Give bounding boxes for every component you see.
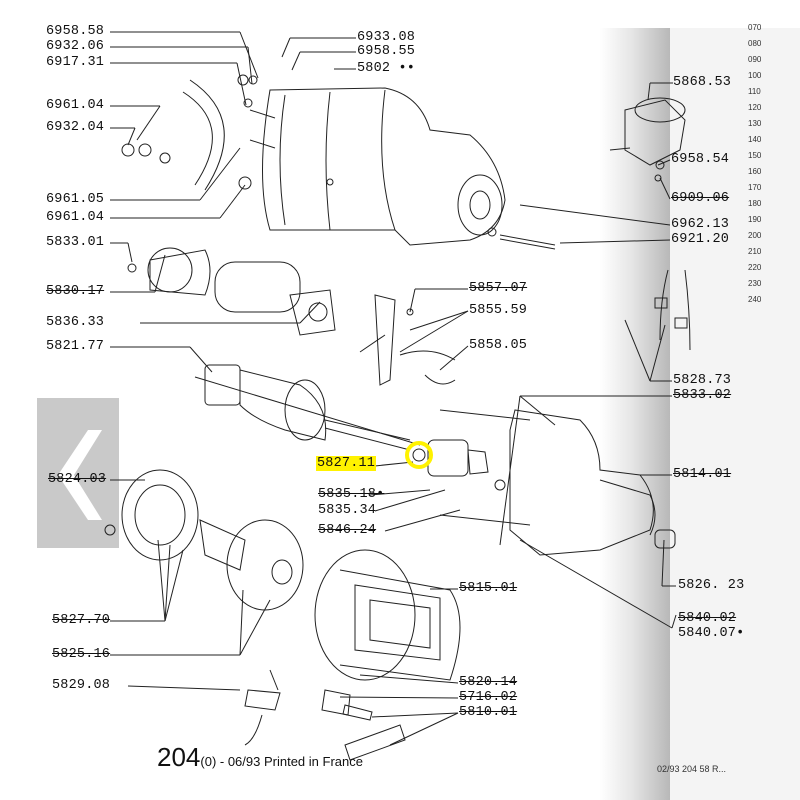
index-number: 160 <box>748 167 762 176</box>
part-label-highlighted[interactable]: 5827.11 <box>316 456 377 471</box>
part-label[interactable]: 6961.04 <box>46 98 105 113</box>
index-number: 120 <box>748 103 762 112</box>
index-number: 150 <box>748 151 762 160</box>
highlighted-label-text: 5827.11 <box>316 456 377 471</box>
part-label[interactable]: 5858.05 <box>469 338 528 353</box>
part-label[interactable]: 5716.02 <box>459 690 518 705</box>
back-nav-overlay[interactable] <box>37 398 119 548</box>
page-fold-shadow <box>600 28 670 800</box>
part-label[interactable]: 5826. 23 <box>678 578 745 593</box>
part-label[interactable]: 5840.07• <box>678 626 745 641</box>
index-number: 220 <box>748 263 762 272</box>
part-label[interactable]: 6917.31 <box>46 55 105 70</box>
part-label[interactable]: 6909.06 <box>671 191 730 206</box>
part-label[interactable]: 6958.55 <box>357 44 416 59</box>
part-label[interactable]: 5815.01 <box>459 581 518 596</box>
part-label[interactable]: 5825.16 <box>52 647 111 662</box>
index-number: 080 <box>748 39 762 48</box>
part-label[interactable]: 5836.33 <box>46 315 105 330</box>
part-label[interactable]: 5868.53 <box>673 75 732 90</box>
index-number: 070 <box>748 23 762 32</box>
part-label[interactable]: 5835.34 <box>318 503 377 518</box>
next-page-edge <box>670 28 800 800</box>
part-label[interactable]: 5857.07 <box>469 281 528 296</box>
part-label[interactable]: 5828.73 <box>673 373 732 388</box>
part-label[interactable]: 5840.02 <box>678 611 737 626</box>
part-label[interactable]: 5820.14 <box>459 675 518 690</box>
index-number: 240 <box>748 295 762 304</box>
part-label[interactable]: 5855.59 <box>469 303 528 318</box>
page-number: 204 <box>157 742 201 772</box>
part-label[interactable]: 5833.01 <box>46 235 105 250</box>
part-label[interactable]: 5830.17 <box>46 284 105 299</box>
part-label[interactable]: 5833.02 <box>673 388 732 403</box>
index-number: 180 <box>748 199 762 208</box>
part-label[interactable]: 5824.03 <box>48 472 107 487</box>
part-label[interactable]: 6933.08 <box>357 30 416 45</box>
index-number: 100 <box>748 71 762 80</box>
part-label[interactable]: 5846.24 <box>318 523 377 538</box>
part-label[interactable]: 6932.04 <box>46 120 105 135</box>
part-label[interactable]: 6962.13 <box>671 217 730 232</box>
part-label[interactable]: 5827.70 <box>52 613 111 628</box>
index-number: 210 <box>748 247 762 256</box>
part-label[interactable]: 5810.01 <box>459 705 518 720</box>
part-label[interactable]: 6932.06 <box>46 39 105 54</box>
corner-code: 02/93 204 58 R... <box>657 764 727 774</box>
index-number: 130 <box>748 119 762 128</box>
part-label[interactable]: 5802 •• <box>357 61 416 76</box>
index-number: 230 <box>748 279 762 288</box>
part-label[interactable]: 5821.77 <box>46 339 105 354</box>
part-label[interactable]: 5829.08 <box>52 678 111 693</box>
part-label[interactable]: 5835.18• <box>318 487 385 502</box>
part-label[interactable]: 6961.04 <box>46 210 105 225</box>
part-label[interactable]: 6921.20 <box>671 232 730 247</box>
index-number: 110 <box>748 87 761 96</box>
chevron-left-icon[interactable] <box>40 420 120 530</box>
part-label[interactable]: 6961.05 <box>46 192 105 207</box>
index-number: 090 <box>748 55 762 64</box>
index-number: 170 <box>748 183 762 192</box>
page-footer: 204(0) - 06/93 Printed in France <box>157 742 363 773</box>
print-note: (0) - 06/93 Printed in France <box>200 754 363 769</box>
part-label[interactable]: 6958.58 <box>46 24 105 39</box>
index-number: 190 <box>748 215 762 224</box>
index-number: 140 <box>748 135 762 144</box>
part-label[interactable]: 6958.54 <box>671 152 730 167</box>
highlighted-part-ring <box>405 441 433 469</box>
index-number: 200 <box>748 231 762 240</box>
part-label[interactable]: 5814.01 <box>673 467 732 482</box>
